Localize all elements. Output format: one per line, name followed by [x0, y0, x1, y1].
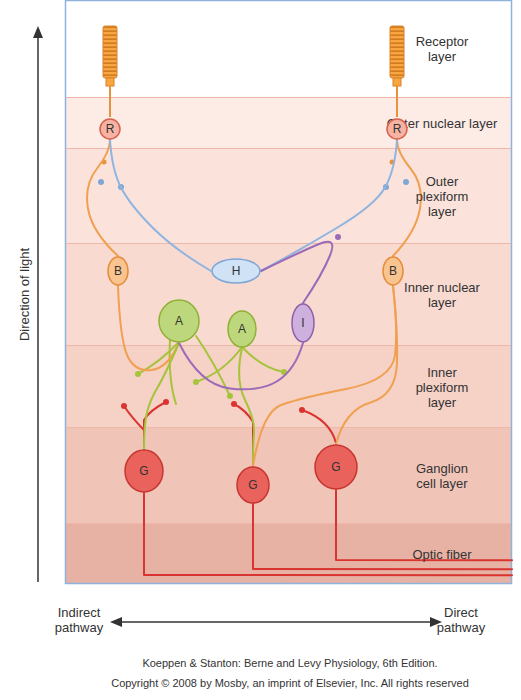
layer-name: Optic fiber — [397, 546, 487, 561]
cell-shape — [159, 300, 199, 342]
layer-name: Receptor layer — [402, 34, 482, 64]
cell-shape — [212, 259, 260, 283]
cell-letter: G — [248, 479, 257, 492]
pathway-arrow — [110, 617, 442, 627]
cell-body: G — [236, 466, 270, 504]
layer-band: Optic fiber — [65, 523, 512, 583]
layer-name: Inner plexiform layer — [407, 364, 477, 409]
cell-body: A — [227, 310, 257, 348]
cell-shape — [383, 257, 403, 285]
cell-body: B — [382, 256, 404, 286]
cell-shape — [387, 119, 407, 139]
cell-shape — [237, 467, 269, 503]
cell-letter: B — [114, 265, 122, 278]
cell-letter: I — [301, 317, 304, 330]
cell-shape — [315, 445, 357, 489]
layer-band: Ganglion cell layerGGG — [65, 427, 512, 523]
cell-text-box: A — [227, 310, 257, 348]
cell-text-box: A — [158, 299, 200, 343]
pathway-label: Indirect pathway — [44, 605, 114, 635]
band-label-box: Receptor layer — [402, 34, 482, 64]
cell-text-box: G — [236, 466, 270, 504]
layer-name: Inner nuclear layer — [395, 280, 490, 310]
band-label-box: Inner nuclear layer — [395, 280, 490, 310]
cell-text-box: R — [99, 118, 121, 140]
credit-line: Copyright © 2008 by Mosby, an imprint of… — [60, 676, 520, 690]
band-label-box: Inner plexiform layer — [407, 364, 477, 409]
band-label-box: Ganglion cell layer — [412, 461, 472, 491]
layer-name: Outer plexiform layer — [407, 174, 477, 219]
cell-letter: B — [389, 265, 397, 278]
layer-band: Outer nuclear layerRR — [65, 97, 512, 148]
light-arrow — [33, 26, 43, 582]
cell-shape — [100, 119, 120, 139]
cell-letter: A — [175, 315, 183, 328]
cell-letter: R — [106, 123, 115, 136]
cell-body: H — [211, 258, 261, 284]
cell-body: R — [99, 118, 121, 140]
pathway-label: Direct pathway — [428, 605, 494, 635]
cell-letter: G — [331, 461, 340, 474]
cell-shape — [228, 311, 256, 347]
cell-shape — [108, 257, 128, 285]
cell-letter: A — [238, 323, 246, 336]
cell-body: I — [291, 303, 315, 343]
cell-body: G — [314, 444, 358, 490]
band-label-box: Optic fiber — [397, 546, 487, 561]
cell-letter: H — [232, 265, 241, 278]
axis-label: Direction of light — [17, 215, 32, 375]
layer-band: Outer plexiform layer — [65, 148, 512, 243]
layer-band: Inner plexiform layer — [65, 345, 512, 427]
cell-text-box: G — [314, 444, 358, 490]
cell-text-box: H — [211, 258, 261, 284]
layer-band: Receptor layer — [65, 0, 512, 97]
cell-text-box: I — [291, 303, 315, 343]
cell-body: G — [124, 449, 164, 493]
cell-body: A — [158, 299, 200, 343]
cell-body: B — [107, 256, 129, 286]
cell-text-box: R — [386, 118, 408, 140]
cell-shape — [125, 450, 163, 492]
band-label-box: Outer plexiform layer — [407, 174, 477, 219]
cell-shape — [292, 304, 314, 342]
credit-line: Koeppen & Stanton: Berne and Levy Physio… — [60, 656, 520, 670]
cell-letter: R — [393, 123, 402, 136]
cell-letter: G — [139, 465, 148, 478]
cell-text-box: G — [124, 449, 164, 493]
layer-name: Ganglion cell layer — [412, 461, 472, 491]
cell-text-box: B — [107, 256, 129, 286]
frame — [66, 1, 512, 584]
cell-body: R — [386, 118, 408, 140]
cell-text-box: B — [382, 256, 404, 286]
